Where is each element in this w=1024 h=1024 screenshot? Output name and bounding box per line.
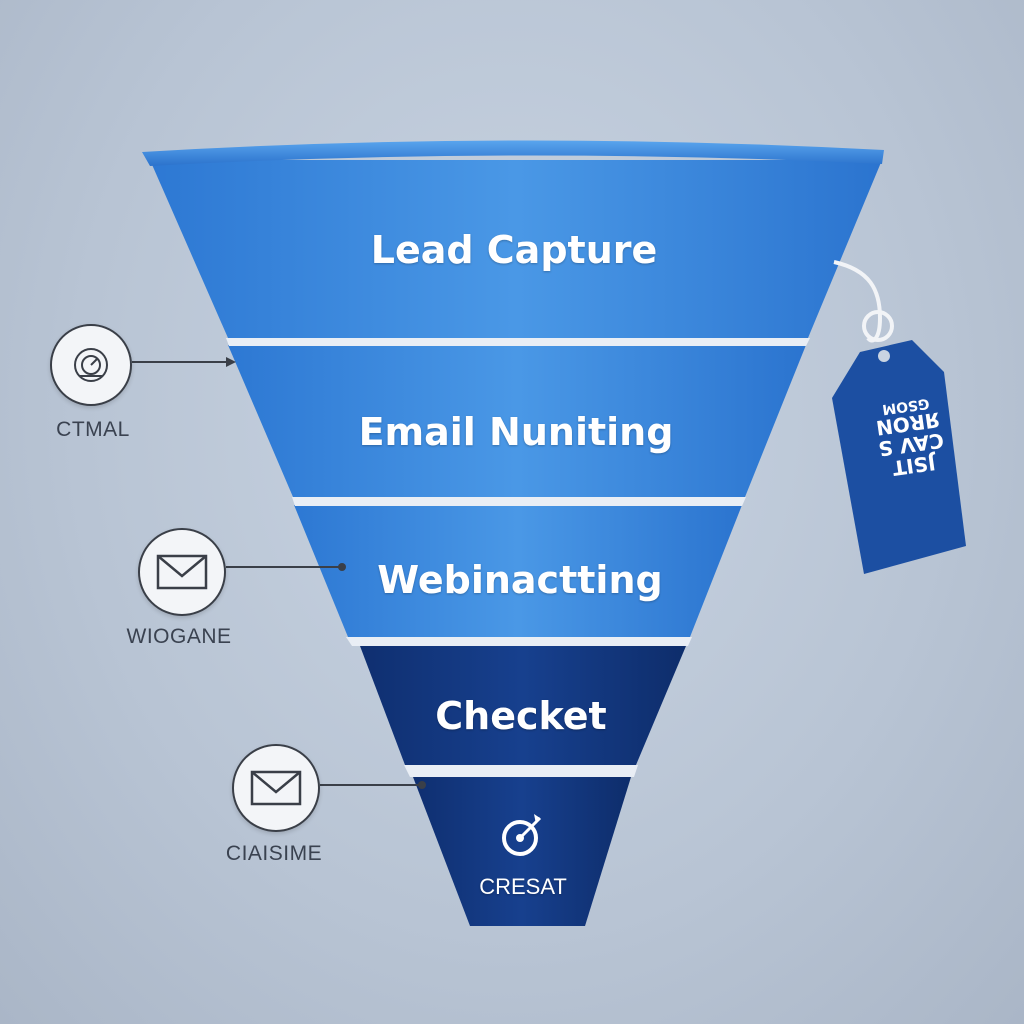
side-label-1: CTMAL	[56, 418, 130, 441]
connector-dot	[338, 563, 346, 571]
stage-label-email: Email Nuniting	[358, 410, 674, 454]
funnel-stage-5	[413, 777, 631, 926]
stage-label-webinar: Webinactting	[377, 558, 663, 602]
stage-label-lead-capture: Lead Capture	[370, 228, 658, 272]
target-icon	[502, 814, 542, 856]
separator-band	[404, 765, 638, 777]
arrow-head	[226, 357, 236, 367]
envelope-icon	[250, 770, 302, 806]
funnel-stage-3	[294, 505, 742, 637]
separator-band	[292, 497, 746, 506]
envelope-icon	[156, 554, 208, 590]
stage-label-cresat: CRESAT	[479, 874, 567, 899]
stage-label-checkout: Checket	[435, 694, 607, 738]
funnel-stage-2	[228, 345, 806, 497]
side-icon-circle-2	[138, 528, 226, 616]
side-icon-circle-3	[232, 744, 320, 832]
funnel-rim	[142, 140, 884, 166]
connector-dot	[418, 781, 426, 789]
separator-band	[226, 338, 810, 346]
separator-band	[346, 637, 692, 646]
funnel-stage-4	[360, 646, 686, 765]
gauge-icon	[74, 348, 108, 382]
tag-text: JSIT CAV S ЯRON GSOM	[857, 392, 963, 482]
side-label-2: WIOGANE	[126, 625, 232, 648]
funnel-stage-1	[150, 160, 882, 338]
hanging-tag	[832, 340, 966, 574]
tag-string	[833, 260, 883, 343]
side-label-3: CIAISIME	[225, 842, 323, 865]
tag-ring	[862, 310, 894, 342]
side-icon-circle-1	[50, 324, 132, 406]
tag-hole	[878, 350, 890, 362]
